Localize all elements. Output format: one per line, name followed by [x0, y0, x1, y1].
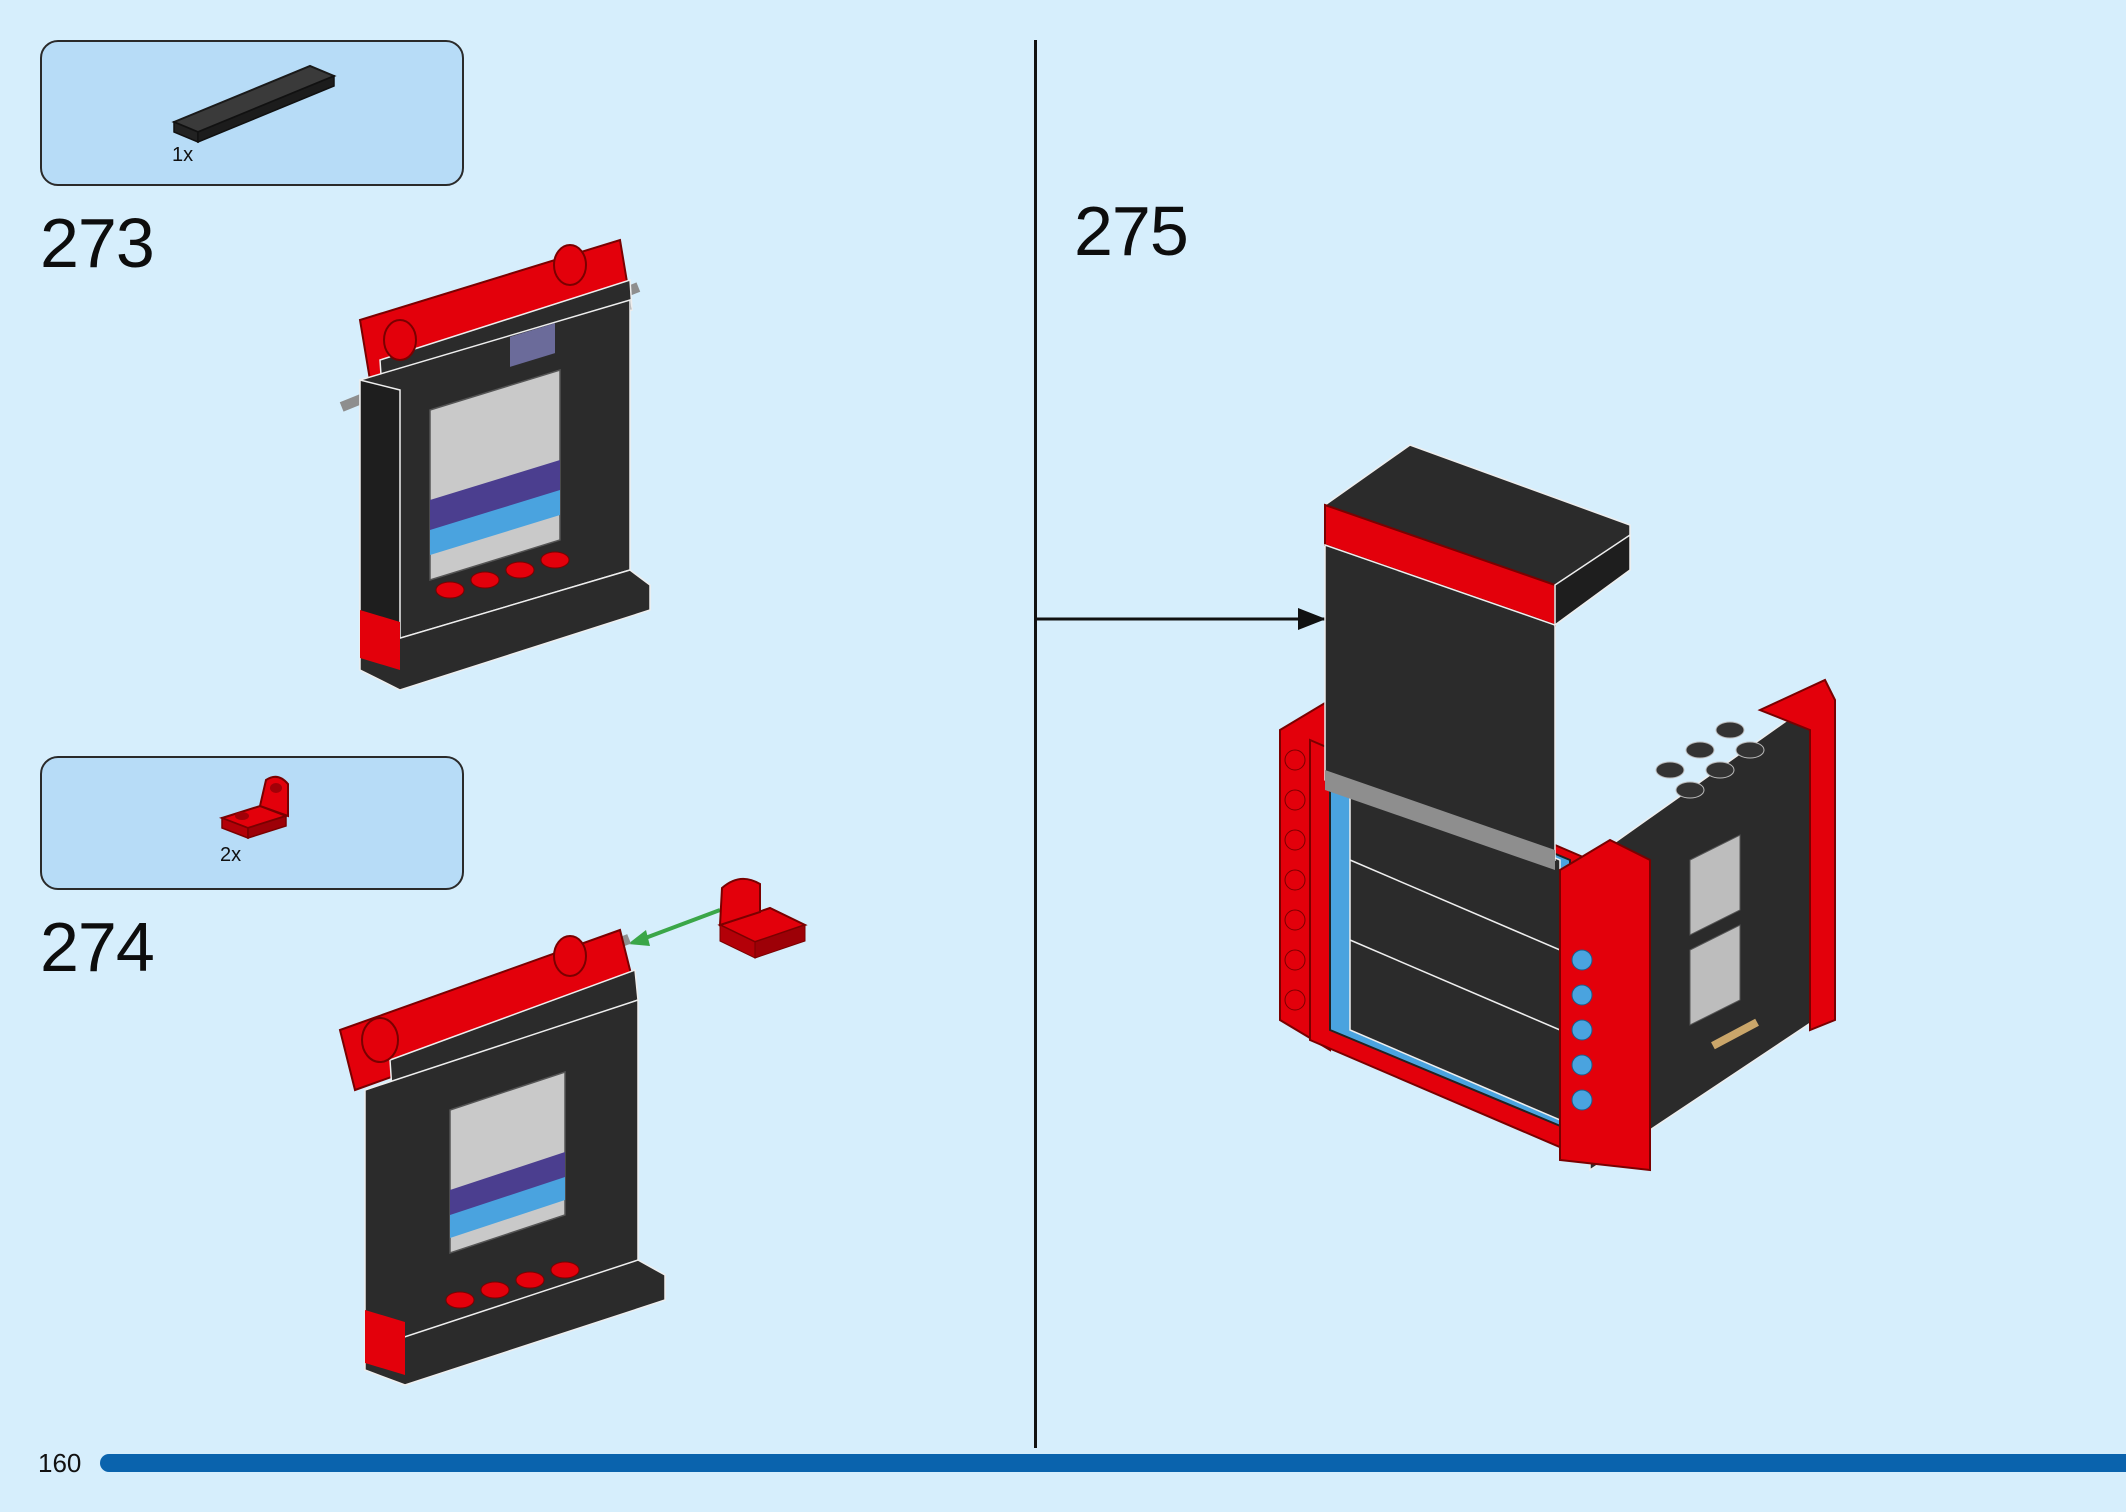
- progress-bar: [100, 1454, 2126, 1472]
- step-number-273: 273: [40, 204, 155, 282]
- placement-arrow: [1036, 608, 1326, 630]
- step-number-274: 274: [40, 908, 155, 986]
- red-plate-clip-icon: [218, 775, 290, 840]
- parts-box-step-274: 2x: [40, 756, 464, 890]
- step-number-275: 275: [1074, 192, 1189, 270]
- step-274-model-illustration: [338, 877, 808, 1386]
- step-273-model-illustration: [339, 238, 651, 691]
- page-number: 160: [38, 1448, 82, 1478]
- part-quantity: 2x: [220, 844, 242, 866]
- step-divider: [1034, 40, 1037, 1448]
- step-275-model-illustration: [1279, 444, 1836, 1172]
- part-quantity: 1x: [172, 144, 194, 166]
- black-tile-icon: [171, 64, 337, 144]
- parts-box-step-273: 1x: [40, 40, 464, 186]
